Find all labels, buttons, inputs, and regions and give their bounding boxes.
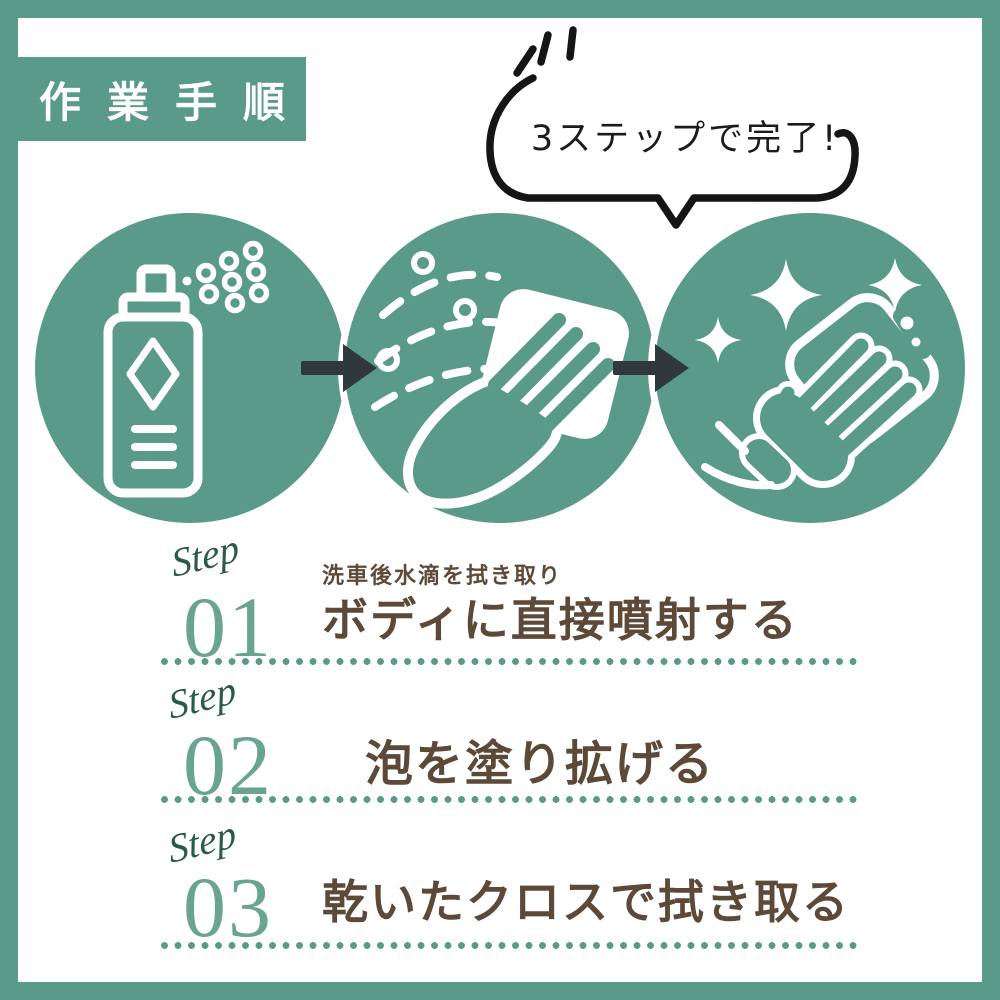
bubble-text: 3ステップで完了! <box>530 119 840 159</box>
step-subcaption: 洗車後水滴を拭き取り <box>322 563 563 588</box>
step-circle-1 <box>35 213 345 523</box>
page-title: 作業手順 <box>39 80 312 127</box>
bubble-burst-lines-icon <box>513 26 577 77</box>
sparkle-icons <box>695 258 922 363</box>
page-title-box: 作業手順 <box>18 57 306 141</box>
step-number: 03 <box>183 859 273 955</box>
step-label-script: Step <box>168 524 242 587</box>
dotted-divider <box>160 794 860 805</box>
cuff-lines <box>701 421 775 490</box>
step-circle-2 <box>345 213 655 523</box>
step-number: 01 <box>183 579 273 675</box>
dotted-divider <box>160 656 860 667</box>
step-caption: 泡を塗り拡げる <box>365 738 716 791</box>
spray-can-icon <box>103 240 270 498</box>
polish-hand-icon <box>695 258 939 490</box>
dotted-divider <box>160 940 860 951</box>
bubble-outline <box>486 74 859 229</box>
step-caption: ボディに直接噴射する <box>322 595 799 646</box>
step-number: 02 <box>183 717 273 813</box>
arrow-right-icon <box>613 344 689 392</box>
speech-bubble <box>486 26 859 229</box>
step-caption: 乾いたクロスで拭き取る <box>322 877 850 928</box>
step-circle-3 <box>655 213 965 523</box>
arrow-right-icon <box>301 344 377 392</box>
wipe-cloth-icon <box>371 251 629 509</box>
